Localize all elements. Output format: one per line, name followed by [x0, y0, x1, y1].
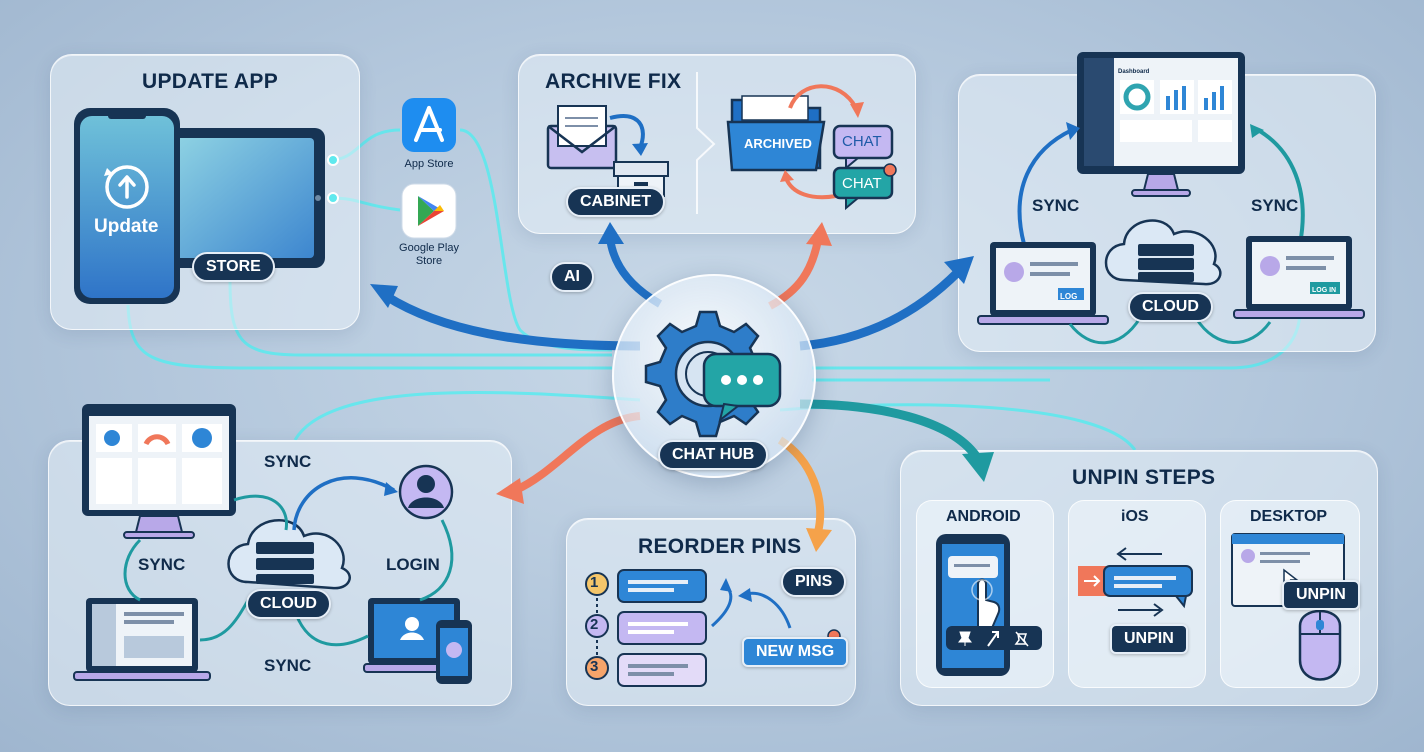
chat-purple-label: CHAT: [842, 133, 882, 150]
user-avatar-icon: [398, 464, 454, 520]
unpin-steps-title: UNPIN STEPS: [1072, 466, 1216, 489]
chat-bubble-teal-icon: [832, 163, 897, 211]
chat-bubble-purple-icon: [832, 124, 894, 171]
archived-folder-label: ARCHIVED: [744, 136, 812, 151]
cloud-bottom-pill[interactable]: CLOUD: [246, 589, 331, 619]
phone-update-label: Update: [94, 216, 159, 237]
ios-swipe-graphic: [1078, 547, 1193, 617]
cloud-server-icon: [1104, 219, 1222, 286]
sync-bottom-left-label: SYNC: [138, 555, 186, 574]
google-play-icon: [401, 183, 457, 239]
login-button-right[interactable]: LOG IN: [1312, 287, 1337, 294]
sync-top-left-label: SYNC: [1032, 196, 1080, 215]
login-button-left[interactable]: LOG: [1060, 292, 1078, 301]
archived-folder-icon: [726, 95, 826, 172]
desktop-unpin-button[interactable]: UNPIN: [1282, 580, 1360, 610]
cloud-top-pill[interactable]: CLOUD: [1128, 292, 1213, 322]
bottom-monitor: [82, 404, 236, 539]
reorder-pins-panel: [566, 518, 856, 706]
ios-unpin-button[interactable]: UNPIN: [1110, 624, 1188, 654]
update-icon: [104, 165, 149, 209]
sync-top-right-label: SYNC: [1251, 196, 1299, 215]
login-label: LOGIN: [386, 555, 440, 574]
cabinet-pill[interactable]: CABINET: [566, 187, 666, 217]
pinned-message-1: [617, 569, 707, 603]
num-1: 1: [590, 574, 599, 591]
google-play-label: Google Play Store: [399, 242, 459, 267]
pinned-message-3: [617, 653, 707, 687]
sync-bottom-top-label: SYNC: [264, 452, 312, 471]
ai-pill[interactable]: AI: [550, 262, 594, 292]
ios-label: iOS: [1121, 508, 1149, 525]
pins-pill[interactable]: PINS: [781, 567, 847, 597]
android-label: ANDROID: [946, 508, 1021, 525]
dashboard-label: Dashboard: [1118, 69, 1150, 75]
laptop-right: [1233, 236, 1365, 319]
bottom-monitor-phone: [363, 598, 472, 684]
app-store-icon: [402, 98, 456, 152]
update-app-title: UPDATE APP: [142, 70, 279, 93]
android-action-bar: [946, 626, 1042, 650]
num-3: 3: [590, 658, 599, 675]
pinned-message-2: [617, 611, 707, 645]
bottom-laptop: [73, 598, 211, 681]
chat-hub-pill[interactable]: CHAT HUB: [658, 440, 769, 470]
bottom-cloud-icon: [227, 519, 351, 590]
app-store-label: App Store: [404, 158, 454, 170]
laptop-left: [977, 242, 1109, 325]
store-pill[interactable]: STORE: [192, 252, 275, 282]
envelope-icon: [546, 105, 618, 170]
reorder-pins-title: REORDER PINS: [638, 535, 802, 558]
archive-fix-title: ARCHIVE FIX: [545, 70, 682, 93]
sync-bottom-bottom-label: SYNC: [264, 656, 312, 675]
chat-dots-icon: [702, 352, 782, 423]
num-2: 2: [590, 616, 599, 633]
desktop-label: DESKTOP: [1250, 508, 1328, 525]
chat-teal-label: CHAT: [842, 175, 882, 192]
new-msg-button[interactable]: NEW MSG: [742, 637, 849, 667]
dashboard-monitor: [1077, 52, 1245, 197]
